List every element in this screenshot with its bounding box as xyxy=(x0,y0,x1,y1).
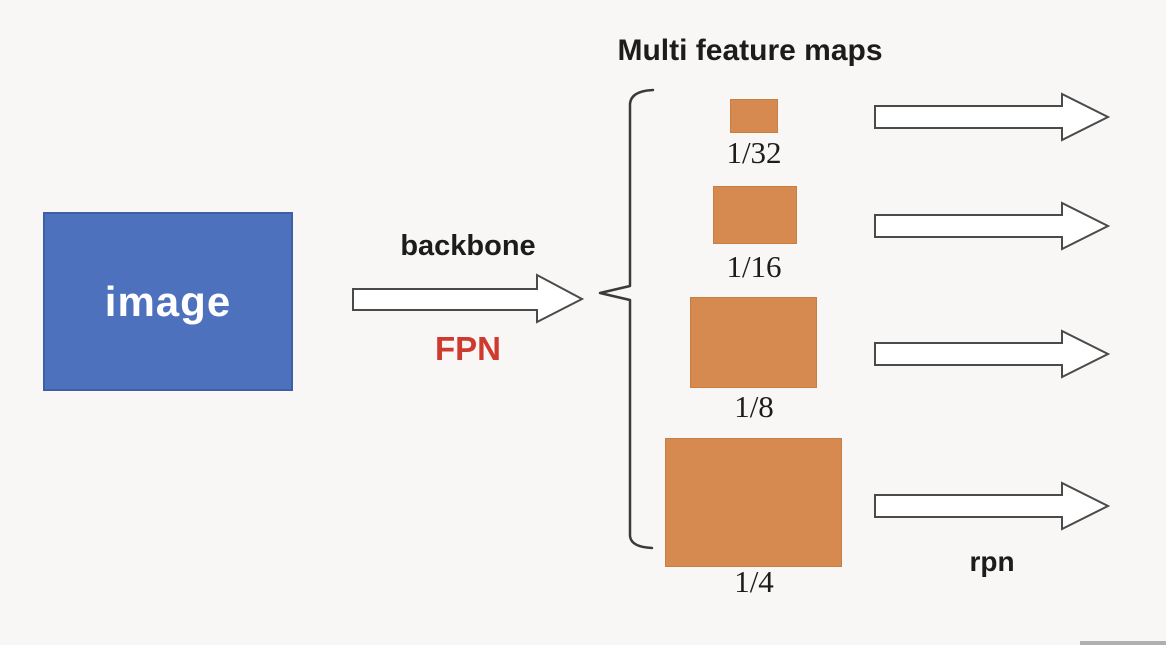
diagram-title: Multi feature maps xyxy=(617,34,883,67)
image-node-label: image xyxy=(104,277,232,325)
feature-map-label-1-8: 1/8 xyxy=(734,389,774,424)
left-brace-icon xyxy=(598,88,655,550)
rpn-arrow-icon-3 xyxy=(874,329,1111,379)
feature-map-label-1-4: 1/4 xyxy=(734,564,774,599)
feature-map-box-1-4 xyxy=(665,438,842,567)
rpn-arrow-icon-4 xyxy=(874,481,1111,531)
bottom-right-bar xyxy=(1080,641,1166,645)
image-node: image xyxy=(43,212,293,391)
rpn-arrow-icon-2 xyxy=(874,201,1111,251)
rpn-arrow-icon-1 xyxy=(874,92,1111,142)
fpn-label: FPN xyxy=(435,330,501,367)
feature-map-box-1-32 xyxy=(730,99,778,133)
rpn-label: rpn xyxy=(969,546,1015,577)
backbone-label: backbone xyxy=(400,230,536,262)
feature-map-label-1-16: 1/16 xyxy=(726,249,782,284)
feature-map-box-1-8 xyxy=(690,297,817,388)
feature-map-label-1-32: 1/32 xyxy=(726,135,782,170)
backbone-arrow-icon xyxy=(352,273,585,324)
feature-map-box-1-16 xyxy=(713,186,797,244)
